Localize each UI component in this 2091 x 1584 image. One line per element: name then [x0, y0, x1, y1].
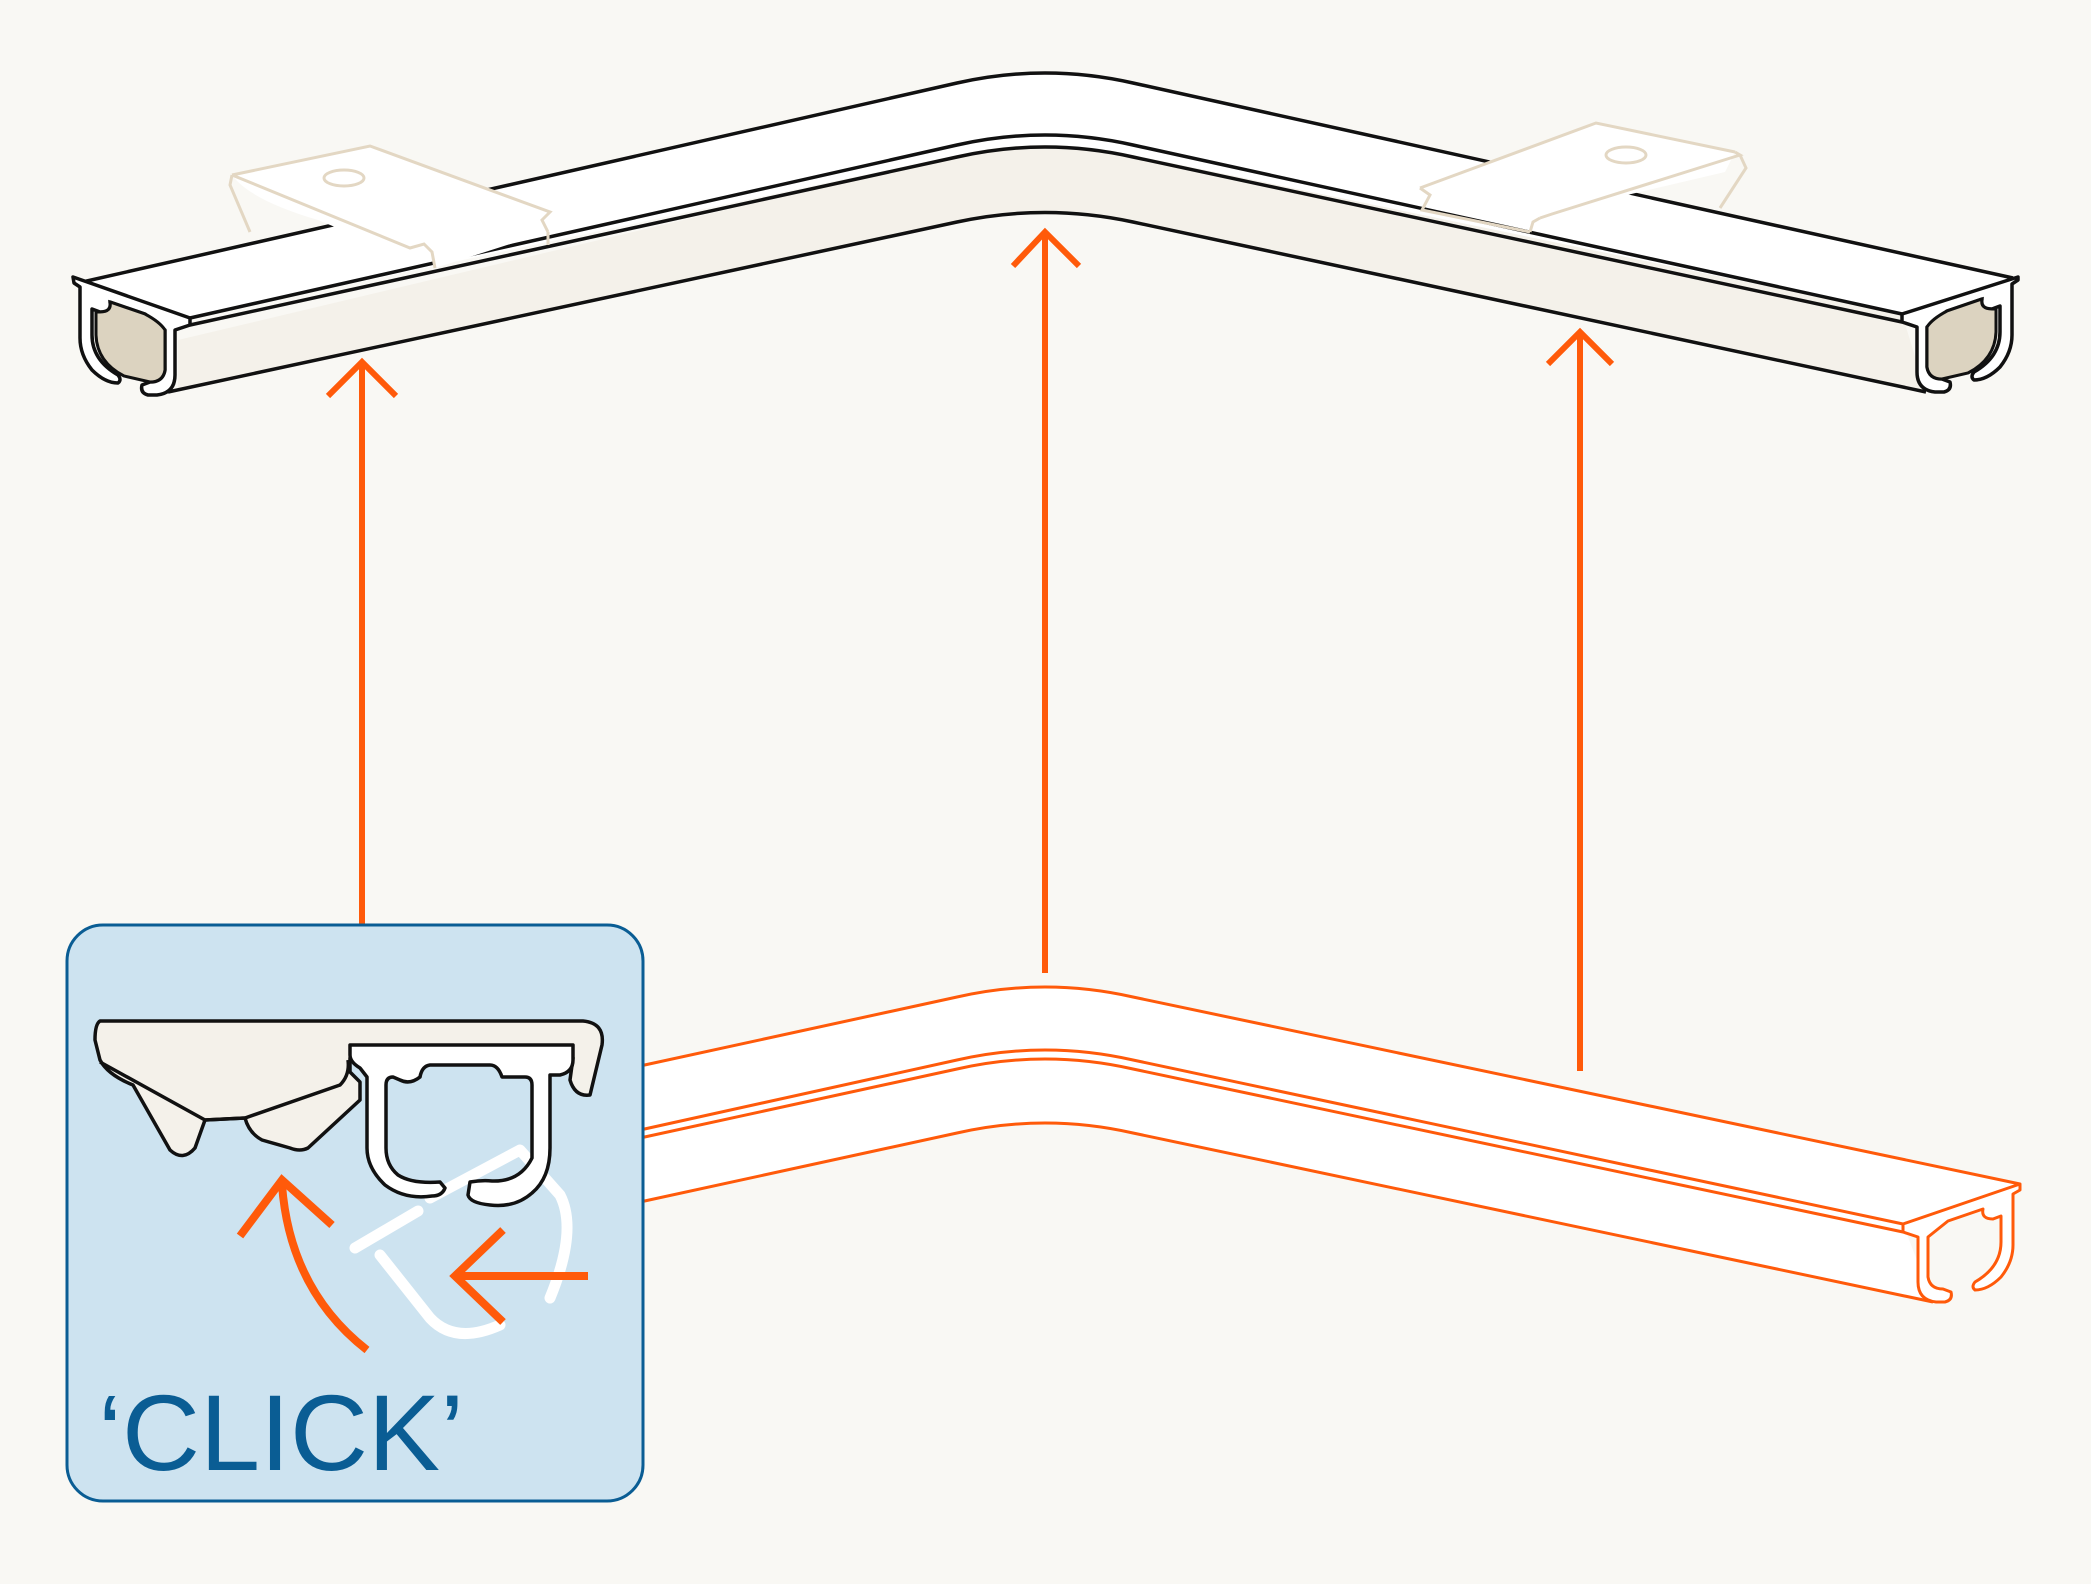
- click-label: ‘CLICK’: [98, 1372, 464, 1493]
- click-inset-panel: ‘CLICK’: [65, 923, 645, 1503]
- upper-track-right-profile: [1900, 275, 2020, 394]
- arrow-up-icon: [1010, 227, 1082, 973]
- track-profile-clipped: [348, 1043, 575, 1208]
- arrow-up-icon: [325, 357, 399, 925]
- lower-track-bottom-edge: [639, 1121, 1934, 1304]
- upper-track-lip-edge: [189, 145, 1903, 327]
- lower-track-lip-edge: [639, 1057, 1904, 1234]
- upper-track-top-front-edge: [189, 133, 1903, 320]
- lower-track-end-profile: [1901, 1182, 2022, 1304]
- lower-track: [639, 985, 2022, 1304]
- lift-arrows: [325, 227, 1615, 1071]
- lower-track-back-edge: [639, 985, 2021, 1186]
- ceiling-bracket-right: [1419, 121, 1748, 234]
- curved-arrow-icon: [236, 1174, 370, 1354]
- upper-track: [71, 71, 2020, 397]
- ghost-track-profile: [349, 1144, 573, 1339]
- ceiling-bracket-left: [228, 144, 553, 269]
- arrow-up-icon: [1545, 327, 1615, 1071]
- upper-track-back-edge: [77, 71, 2014, 285]
- bracket-screw-hole-icon: [1604, 145, 1648, 165]
- upper-track-front-face: [178, 145, 1926, 392]
- lower-track-top-front-edge: [639, 1048, 1904, 1226]
- bracket-screw-hole-icon: [322, 168, 366, 188]
- upper-track-bottom-edge: [167, 210, 1927, 394]
- arrow-left-icon: [449, 1227, 588, 1325]
- lower-track-body: [640, 987, 2020, 1302]
- upper-track-left-profile: [71, 275, 192, 397]
